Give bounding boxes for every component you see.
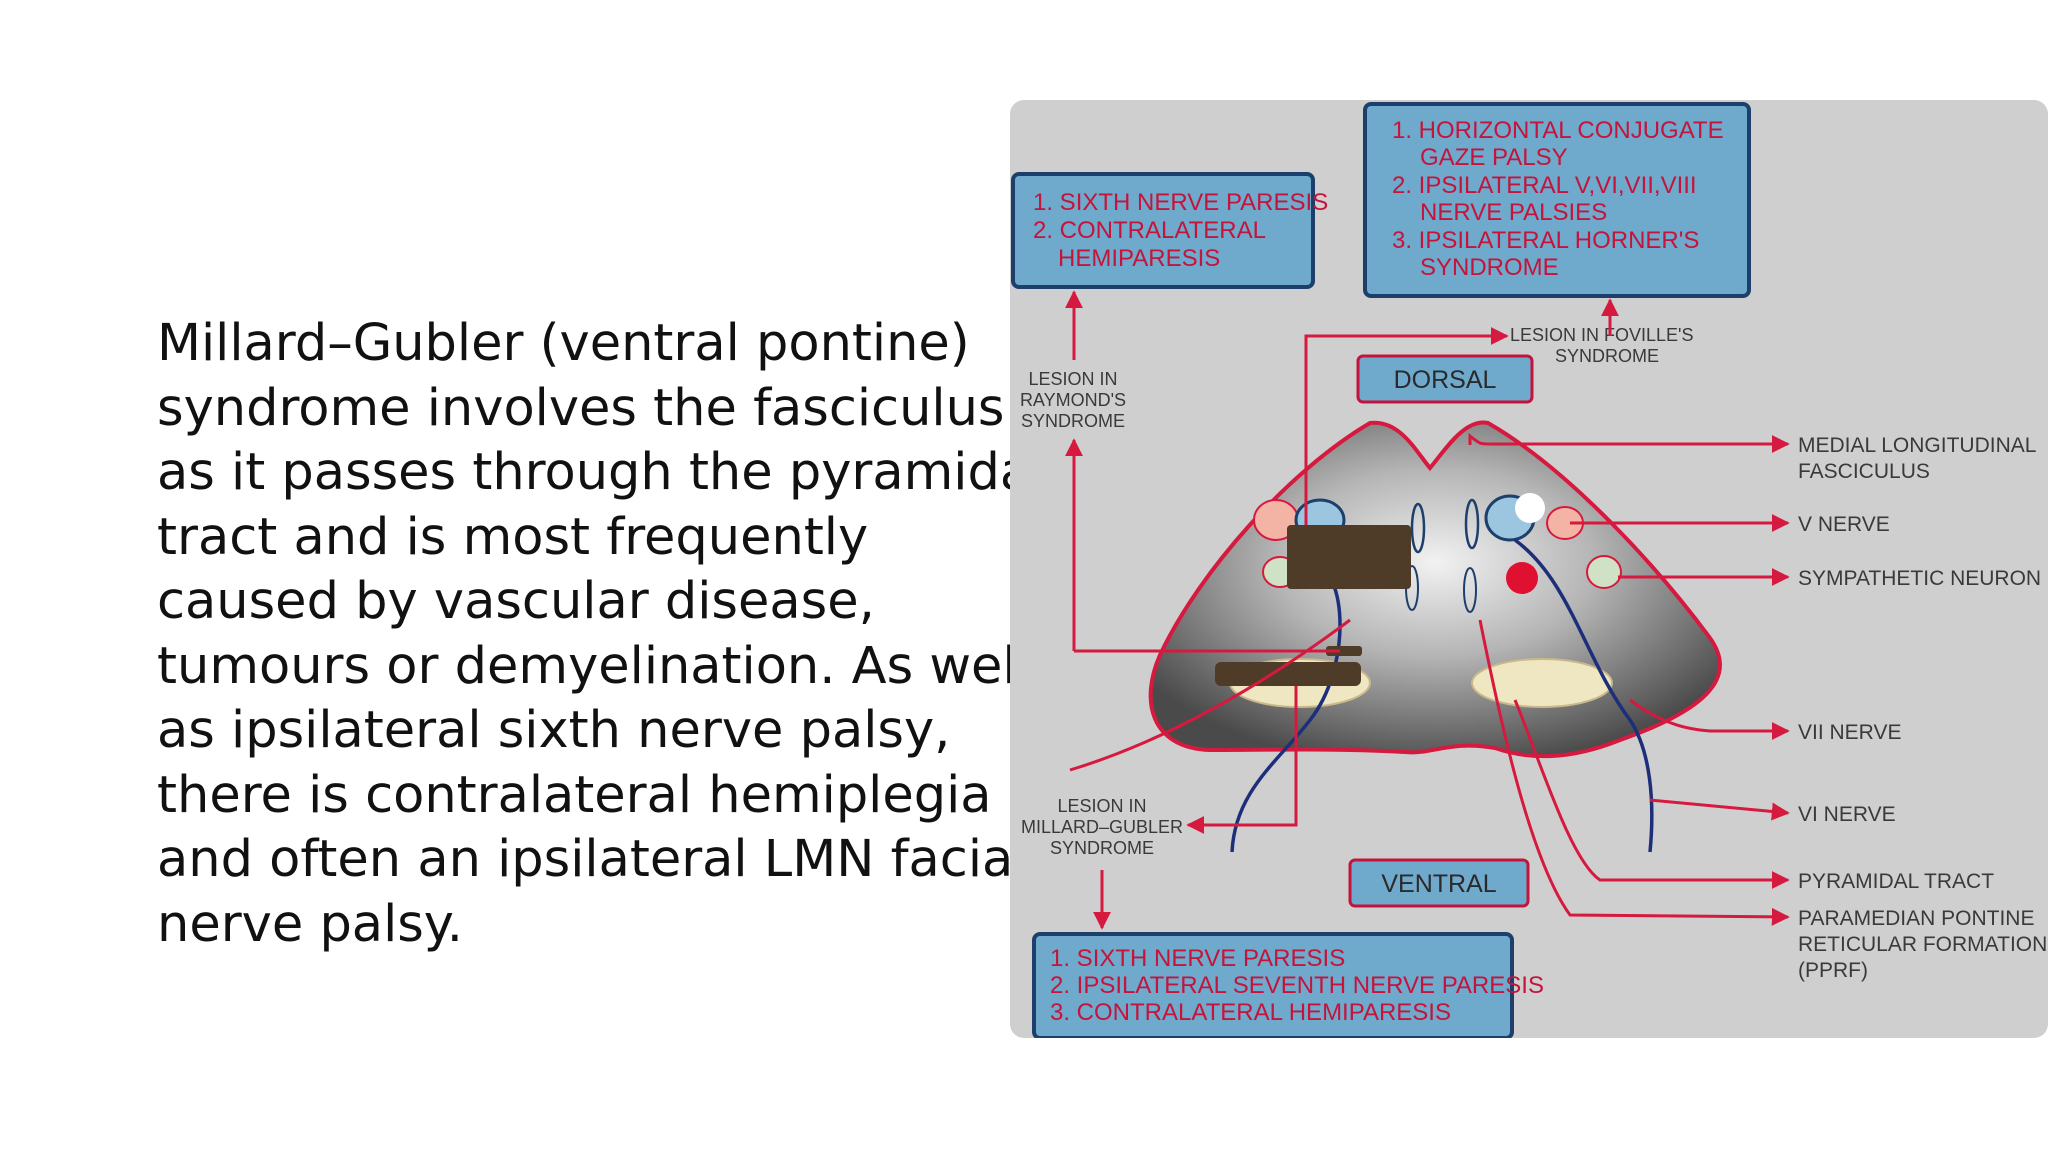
- box-line: 1. SIXTH NERVE PARESIS: [1050, 945, 1345, 972]
- box-line: 2. IPSILATERAL V,VI,VII,VIII: [1392, 172, 1697, 199]
- pyramidal-tract-right: [1471, 658, 1613, 708]
- raymond-lesion-marker: [1326, 646, 1362, 656]
- sympathetic-right: [1586, 555, 1622, 589]
- box-line: 3. CONTRALATERAL HEMIPARESIS: [1050, 999, 1451, 1026]
- label-v-nerve: V NERVE: [1798, 513, 1890, 536]
- svg-text:DORSAL: DORSAL: [1394, 366, 1497, 394]
- text-line: tumours or demyelination. As well: [157, 636, 1031, 696]
- text-line: caused by vascular disease,: [157, 572, 875, 631]
- lesion-millard-label: SYNDROME: [1050, 838, 1154, 858]
- tract-right: [1463, 567, 1477, 613]
- foville-syndrome-box: 1. HORIZONTAL CONJUGATE GAZE PALSY 2. IP…: [1363, 102, 1751, 298]
- box-line: GAZE PALSY: [1420, 144, 1568, 171]
- ventral-label: VENTRAL: [1348, 858, 1530, 908]
- text-line: there is contralateral hemiplegia: [157, 765, 992, 825]
- millard-lesion-marker: [1215, 662, 1361, 686]
- lesion-millard-label: LESION IN: [1057, 796, 1146, 816]
- pons-diagram: 1. SIXTH NERVE PARESIS 2. CONTRALATERAL …: [1010, 100, 2048, 1038]
- text-line: tract and is most frequently: [157, 507, 869, 567]
- box-line: SYNDROME: [1420, 254, 1559, 281]
- pprf-nucleus: [1506, 562, 1538, 594]
- text-line: syndrome involves the fasciculus: [157, 378, 1005, 438]
- box-line: 3. IPSILATERAL HORNER'S: [1392, 227, 1699, 254]
- text-line: Millard–Gubler (ventral pontine): [157, 314, 970, 373]
- box-line: 1. SIXTH NERVE PARESIS: [1033, 189, 1328, 216]
- label-mlf: FASCICULUS: [1798, 460, 1930, 483]
- connector-lines: [1065, 290, 1790, 930]
- lesion-raymond-label: LESION IN: [1028, 369, 1117, 389]
- text-line: as it passes through the pyramidal: [157, 443, 1046, 502]
- label-sympathetic: SYMPATHETIC NEURON: [1798, 567, 2041, 590]
- lesion-raymond-label: SYNDROME: [1021, 411, 1125, 431]
- box-line: HEMIPARESIS: [1058, 245, 1220, 272]
- lesion-millard-label: MILLARD–GUBLER: [1021, 817, 1183, 837]
- box-line: 2. IPSILATERAL SEVENTH NERVE PARESIS: [1050, 972, 1544, 999]
- box-line: 1. HORIZONTAL CONJUGATE: [1392, 117, 1724, 144]
- text-line: as ipsilateral sixth nerve palsy,: [157, 701, 951, 760]
- box-line: 2. CONTRALATERAL: [1033, 217, 1266, 244]
- text-line: and often an ipsilateral LMN facial: [157, 830, 1028, 889]
- lesion-raymond-label: RAYMOND'S: [1020, 390, 1126, 410]
- text-line: nerve palsy.: [157, 894, 463, 954]
- white-dot: [1515, 493, 1545, 523]
- label-pprf: PARAMEDIAN PONTINE: [1798, 907, 2034, 930]
- label-pprf: (PPRF): [1798, 959, 1868, 982]
- dorsal-label: DORSAL: [1356, 354, 1534, 404]
- label-pyramidal-tract: PYRAMIDAL TRACT: [1798, 870, 1994, 893]
- foville-lesion-marker: [1287, 525, 1411, 589]
- slide-body-text: Millard–Gubler (ventral pontine) syndrom…: [157, 312, 1046, 957]
- mlf-right: [1464, 498, 1480, 550]
- lesion-foville-label: SYNDROME: [1555, 346, 1659, 366]
- millard-gubler-syndrome-box: 1. SIXTH NERVE PARESIS 2. IPSILATERAL SE…: [1032, 932, 1544, 1038]
- mlf-left: [1410, 502, 1426, 554]
- label-pprf: RETICULAR FORMATION: [1798, 933, 2047, 956]
- label-mlf: MEDIAL LONGITUDINAL: [1798, 434, 2036, 457]
- raymond-syndrome-box: 1. SIXTH NERVE PARESIS 2. CONTRALATERAL …: [1011, 172, 1328, 289]
- label-vi-nerve: VI NERVE: [1798, 803, 1896, 826]
- label-vii-nerve: VII NERVE: [1798, 721, 1901, 744]
- lesion-foville-label: LESION IN FOVILLE'S: [1510, 325, 1694, 345]
- box-line: NERVE PALSIES: [1420, 199, 1607, 226]
- svg-text:VENTRAL: VENTRAL: [1381, 870, 1496, 898]
